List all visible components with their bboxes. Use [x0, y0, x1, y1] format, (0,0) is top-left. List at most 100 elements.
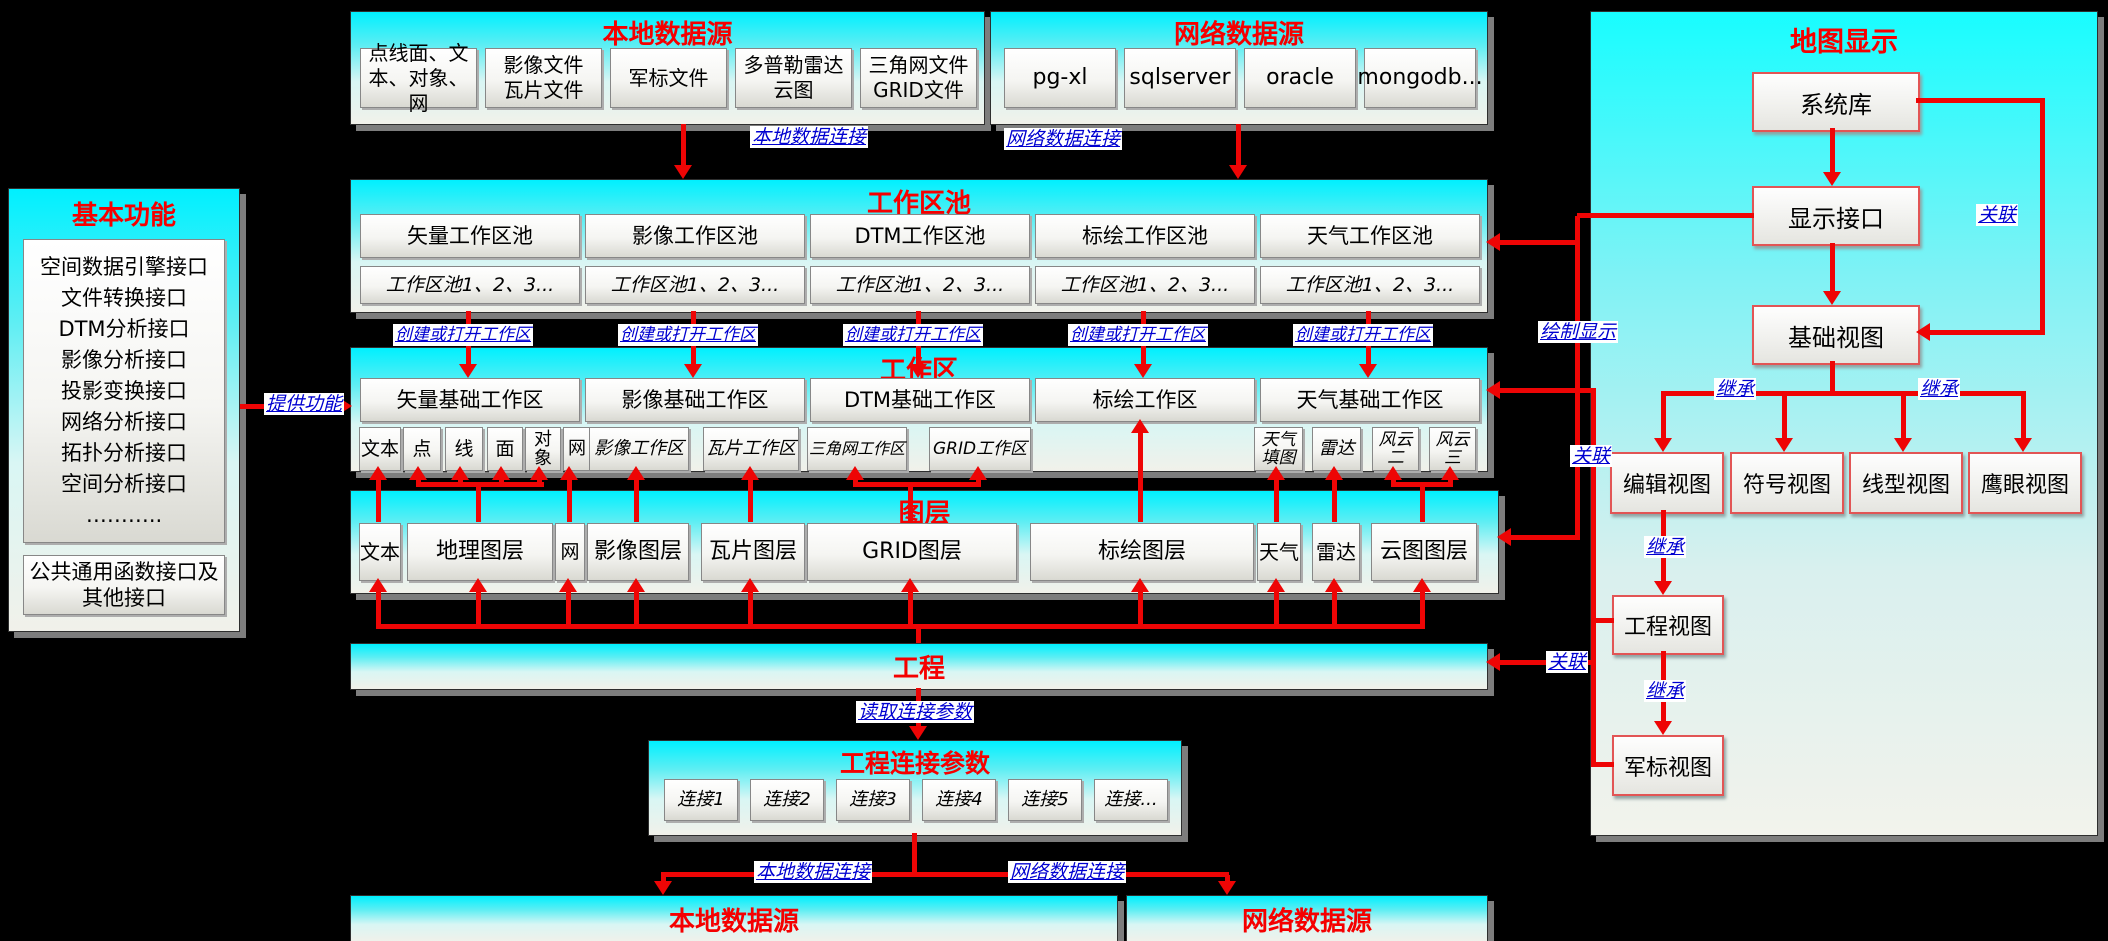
label-draw-display: 绘制显示	[1538, 321, 1619, 343]
pool-box: 天气工作区池	[1260, 214, 1480, 258]
connector-arrowhead	[1823, 291, 1841, 305]
connector-line	[1332, 478, 1337, 522]
connector-arrowhead	[901, 578, 919, 592]
connector-arrowhead	[909, 726, 927, 740]
label-associate: 关联	[1546, 651, 1589, 673]
connector-arrowhead	[684, 364, 702, 378]
connector-arrowhead	[1441, 466, 1459, 480]
project-view-box: 工程视图	[1612, 595, 1724, 655]
network-source-item: pg-xl	[1004, 48, 1116, 108]
connector-line	[1591, 391, 1596, 767]
connector-line	[1391, 482, 1453, 487]
connector-line	[2021, 396, 2026, 440]
interface-item: 投影变换接口	[61, 378, 187, 403]
connector-arrowhead	[627, 578, 645, 592]
connector-line	[681, 124, 686, 168]
project-title: 工程	[892, 654, 945, 684]
label-inherit: 继承	[1918, 378, 1961, 400]
system-lib-box: 系统库	[1752, 72, 1920, 132]
project-bar: 工程	[350, 643, 1488, 690]
connector-line	[916, 627, 921, 643]
connector-line	[476, 590, 481, 626]
connector-line	[1596, 762, 1614, 767]
interface-item: 拓扑分析接口	[61, 440, 187, 465]
basic-functions-title: 基本功能	[71, 201, 176, 231]
connector-line	[1901, 396, 1906, 440]
connection-box: 连接2	[750, 779, 824, 821]
eagle-eye-view-box: 鹰眼视图	[1968, 452, 2082, 514]
connector-arrowhead	[1654, 581, 1672, 595]
label-inherit: 继承	[1714, 378, 1757, 400]
connector-arrowhead	[409, 466, 427, 480]
connector-line	[1782, 396, 1787, 440]
interface-item: 影像分析接口	[61, 347, 187, 372]
layer-box: 影像图层	[587, 523, 689, 581]
connector-arrowhead	[559, 578, 577, 592]
connector-line	[499, 478, 504, 486]
pool-instances: 工作区池1、2、3...	[1035, 266, 1255, 304]
connector-arrowhead	[1359, 364, 1377, 378]
connector-arrowhead	[560, 466, 578, 480]
label-associate: 关联	[1976, 204, 2019, 226]
workspace-sub: 面	[487, 427, 523, 471]
connector-line	[748, 478, 753, 522]
connector-arrowhead	[909, 364, 927, 378]
interface-item: 空间分析接口	[61, 471, 187, 496]
network-source-item: oracle	[1244, 48, 1356, 108]
connection-box: 连接...	[1094, 779, 1168, 821]
connector-line	[376, 478, 381, 522]
connector-line	[853, 478, 858, 486]
connector-arrowhead	[1325, 578, 1343, 592]
connector-line	[1332, 590, 1337, 626]
local-source-item: 影像文件 瓦片文件	[485, 48, 602, 108]
connector-line	[476, 484, 481, 522]
connector-line	[537, 478, 542, 486]
connector-arrowhead	[469, 578, 487, 592]
network-source-item: mongodb...	[1357, 48, 1483, 108]
connector-line	[1420, 484, 1425, 522]
connector-arrowhead	[2014, 438, 2032, 452]
symbol-view-box: 符号视图	[1730, 452, 1844, 514]
network-source-item: sqlserver	[1124, 48, 1236, 108]
project-params-title: 工程连接参数	[839, 749, 990, 778]
connector-arrowhead	[1654, 438, 1672, 452]
connector-line	[566, 590, 571, 626]
pool-box: 影像工作区池	[585, 214, 805, 258]
workspace-area: 矢量基础工作区	[360, 378, 580, 422]
bottom-network-source-title: 网络数据源	[1241, 906, 1372, 937]
connector-line	[853, 482, 981, 487]
layer-box: 标绘图层	[1030, 523, 1254, 581]
layer-box: 瓦片图层	[701, 523, 805, 581]
workspace-area: 标绘工作区	[1035, 378, 1255, 422]
connector-line	[1577, 213, 1754, 218]
connector-line	[1500, 240, 1580, 245]
connector-arrowhead	[1486, 233, 1500, 251]
connector-arrowhead	[846, 466, 864, 480]
connector-arrowhead	[1325, 466, 1343, 480]
workspace-panel: 工作区 矢量基础工作区 影像基础工作区 DTM基础工作区 标绘工作区 天气基础工…	[350, 347, 1488, 472]
connector-arrowhead	[1229, 165, 1247, 179]
connector-arrowhead	[1486, 381, 1500, 399]
layer-box: 文本	[359, 523, 401, 581]
connector-line	[912, 833, 917, 876]
local-source-title: 本地数据源	[602, 20, 733, 50]
connector-line	[908, 484, 913, 522]
layer-box: 云图图层	[1371, 523, 1477, 581]
label-create-open-workspace: 创建或打开工作区	[618, 324, 758, 346]
connector-line	[1661, 391, 2026, 396]
connector-line	[1575, 216, 1580, 540]
connector-arrowhead	[1486, 653, 1500, 671]
pool-instances: 工作区池1、2、3...	[585, 266, 805, 304]
pool-box: DTM工作区池	[810, 214, 1030, 258]
layers-panel: 图层 文本 地理图层 网 影像图层 瓦片图层 GRID图层 标绘图层 天气 雷达…	[350, 490, 1499, 594]
connector-arrowhead	[969, 466, 987, 480]
connector-line	[567, 478, 572, 522]
workspace-area: 影像基础工作区	[585, 378, 805, 422]
connector-line	[908, 590, 913, 626]
local-source-panel: 本地数据源 点线面、文 本、对象、网 影像文件 瓦片文件 军标文件 多普勒雷达 …	[350, 11, 985, 125]
connector-line	[1661, 396, 1666, 440]
connector-arrowhead	[1654, 721, 1672, 735]
interface-item: ………..	[85, 502, 163, 527]
